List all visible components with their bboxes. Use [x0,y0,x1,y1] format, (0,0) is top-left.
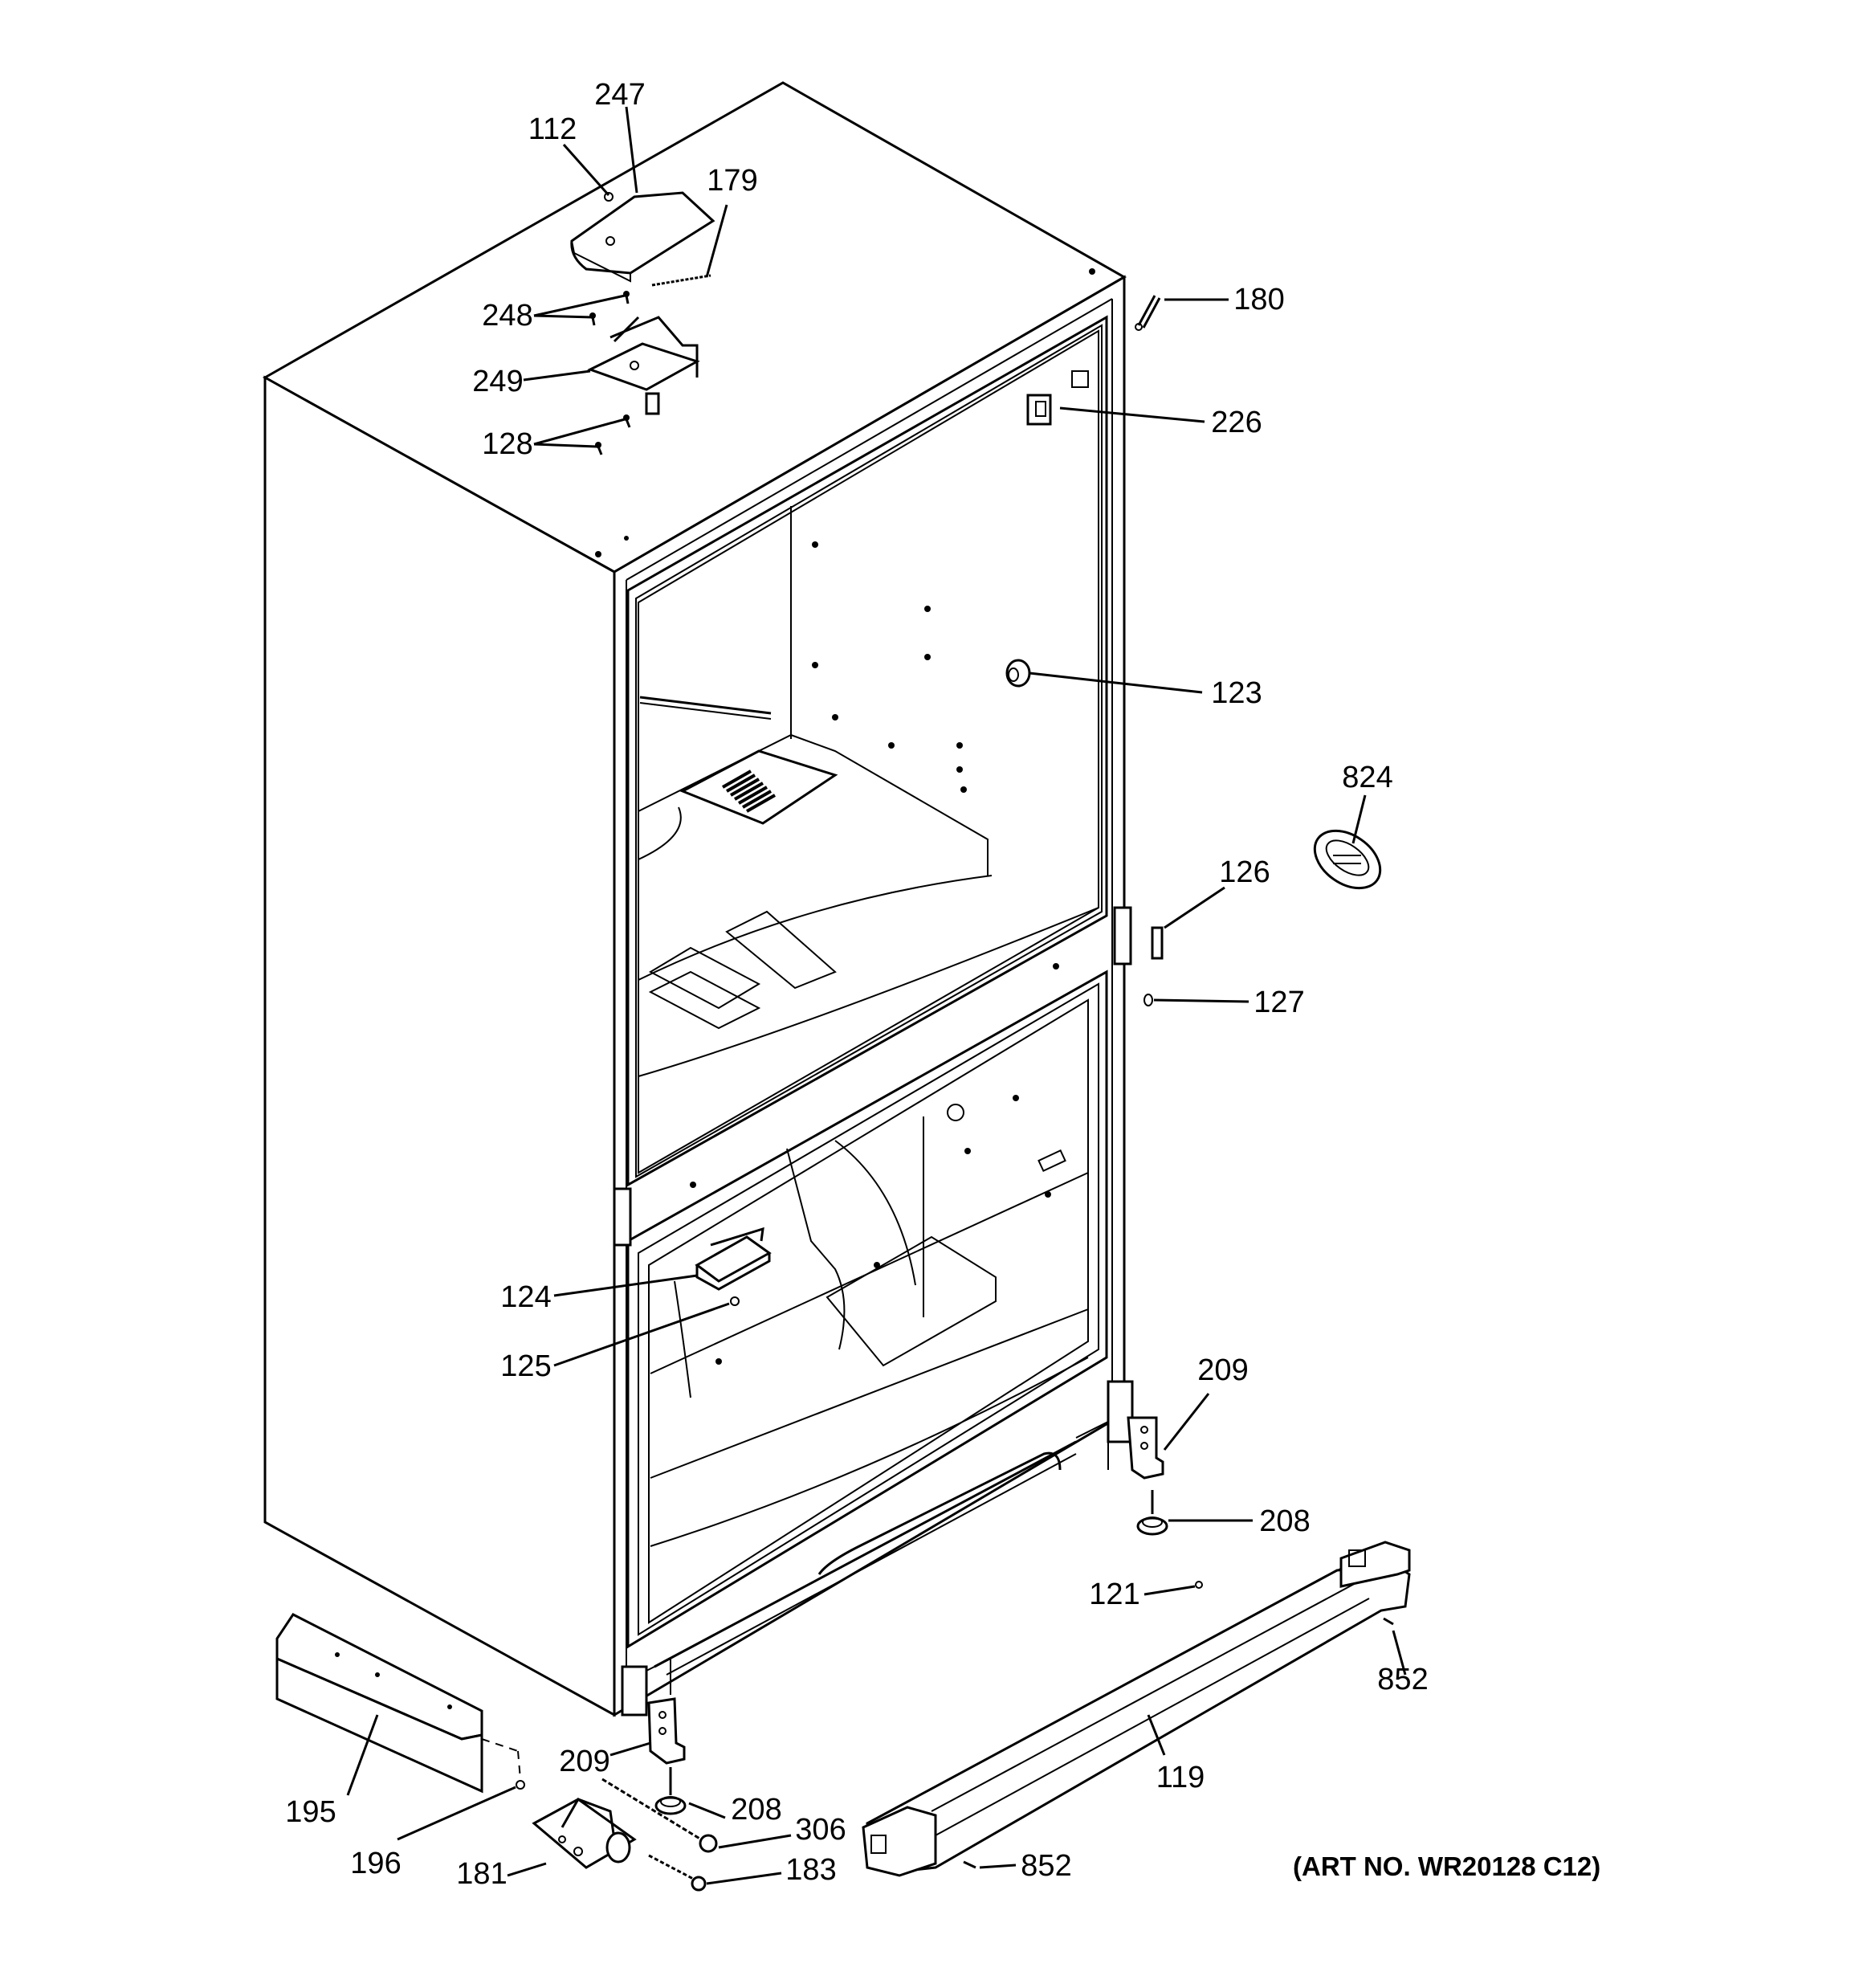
leveler-208-left [654,1767,687,1815]
freezer-compartment [613,906,1134,1717]
part-126 [1151,926,1164,960]
label-180: 180 [1233,283,1284,316]
bracket-209-left [647,1697,686,1765]
label-209-left: 209 [559,1745,609,1778]
label-196: 196 [350,1847,401,1880]
roller-181 [532,1798,637,1869]
screw-183 [648,1854,707,1892]
label-208-right: 208 [1259,1504,1310,1538]
part-824 [1313,829,1382,890]
screw-852-bottom [963,1860,976,1869]
label-852-bottom: 852 [1021,1849,1071,1883]
part-180 [1135,295,1161,331]
label-248: 248 [482,299,532,333]
toe-grille-119 [862,1541,1411,1877]
screw-112 [604,192,614,202]
label-209-right: 209 [1197,1353,1248,1387]
label-181: 181 [456,1857,507,1891]
label-249: 249 [472,365,523,398]
label-247: 247 [594,78,645,112]
label-128: 128 [482,427,532,461]
label-121: 121 [1089,1578,1139,1611]
label-183: 183 [785,1853,836,1887]
leveler-208-right [1136,1490,1168,1536]
art-number: (ART NO. WR20128 C12) [1293,1851,1600,1881]
part-127 [1143,994,1153,1006]
label-852-right: 852 [1377,1663,1428,1696]
label-127: 127 [1254,986,1304,1019]
bracket-209-right [1127,1416,1164,1480]
part-number-labels: 112 247 179 248 249 128 180 226 123 824 … [285,78,1600,1891]
door-switch-226 [1026,370,1089,426]
top-hinge-249 [587,316,700,415]
label-306: 306 [795,1813,846,1847]
fresh-food-compartment [626,315,1108,1187]
plug-123 [1005,659,1031,688]
label-208-left: 208 [731,1793,781,1827]
label-824: 824 [1342,761,1392,794]
label-195: 195 [285,1795,336,1829]
screw-196 [516,1780,525,1790]
label-123: 123 [1211,676,1262,710]
spring-179 [651,274,711,287]
screw-125 [730,1296,740,1306]
cabinet [262,81,1127,1717]
label-112: 112 [528,112,577,146]
screw-121 [1195,1581,1203,1589]
leader-lines [346,106,1407,1885]
top-hinge-cover [570,191,715,283]
label-124: 124 [500,1280,551,1314]
rod-306 [601,1778,718,1853]
screw-852-right [1383,1617,1394,1626]
label-226: 226 [1211,406,1262,439]
kick-plate-195 [275,1613,521,1794]
label-119: 119 [1156,1761,1205,1794]
label-125: 125 [500,1349,551,1383]
label-126: 126 [1219,855,1270,889]
label-179: 179 [707,164,757,198]
middle-hinge-124 [695,1227,772,1291]
